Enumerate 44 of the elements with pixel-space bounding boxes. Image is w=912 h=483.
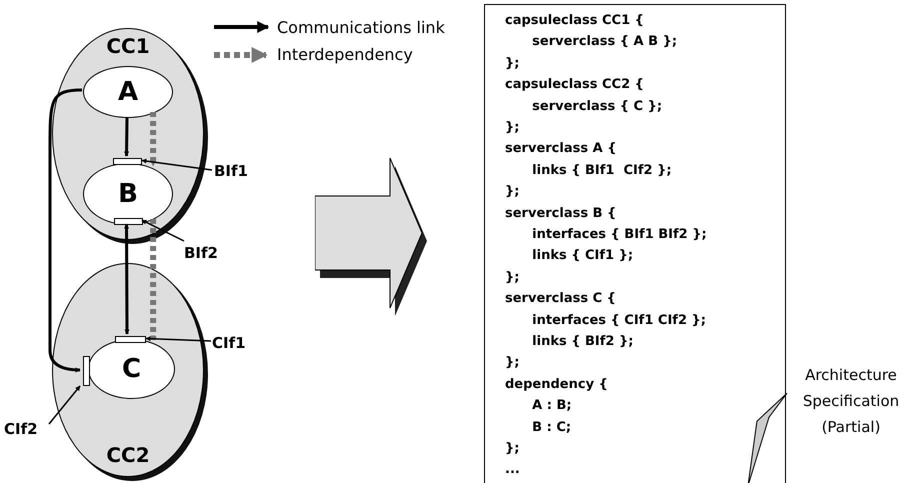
code-line: }; — [505, 441, 520, 457]
specification-document — [484, 4, 786, 483]
dependency-arrow — [150, 112, 156, 166]
capsule-name: CC2 — [105, 442, 151, 469]
code-line: ... — [505, 462, 520, 478]
code-line: serverclass B { — [505, 206, 616, 222]
caption-text: Architecture Specification (Partial) — [802, 365, 900, 438]
code-line: links { CIf1 }; — [531, 248, 634, 264]
code-line: }; — [505, 120, 520, 136]
server-name: A — [118, 79, 138, 105]
server-name: C — [122, 356, 142, 382]
code-line: serverclass A { — [505, 141, 616, 158]
leader-line — [142, 220, 184, 242]
link-arrow — [124, 224, 130, 334]
code-line: capsuleclass CC1 { — [505, 13, 644, 29]
code-line: }; — [505, 270, 520, 286]
code-line: serverclass { C }; — [531, 98, 662, 115]
code-line: interfaces { CIf1 CIf2 }; — [531, 312, 706, 329]
code-line: dependency { — [505, 376, 608, 393]
link-arrow — [124, 116, 130, 156]
legend-text: Communications link — [277, 18, 445, 38]
server-name: B — [118, 181, 138, 207]
legend-text: Interdependency — [277, 45, 413, 65]
code-line: }; — [505, 56, 520, 72]
callout-tail — [747, 392, 788, 483]
interface-name: BIf2 — [184, 244, 218, 262]
code-line: interfaces { BIf1 BIf2 }; — [531, 227, 707, 243]
link-arrow — [48, 88, 82, 372]
interface-name: CIf1 — [212, 334, 246, 352]
dependency-arrow — [150, 219, 156, 340]
server-ellipse — [83, 163, 173, 225]
code-line: A : B; — [531, 398, 572, 414]
interface-name: CIf2 — [4, 420, 38, 438]
code-line: links { BIf2 }; — [531, 334, 634, 350]
code-line: }; — [505, 184, 520, 200]
code-line: }; — [505, 355, 520, 372]
code-line: links { BIf1 CIf2 }; — [531, 162, 672, 179]
interface-name: BIf1 — [214, 162, 248, 180]
leader-line — [48, 386, 81, 424]
code-line: serverclass C { — [505, 291, 616, 308]
code-line: serverclass { A B }; — [531, 34, 678, 50]
capsule-name: CC1 — [105, 33, 151, 60]
code-line: capsuleclass CC2 { — [505, 77, 644, 94]
code-line: B : C; — [531, 420, 572, 436]
